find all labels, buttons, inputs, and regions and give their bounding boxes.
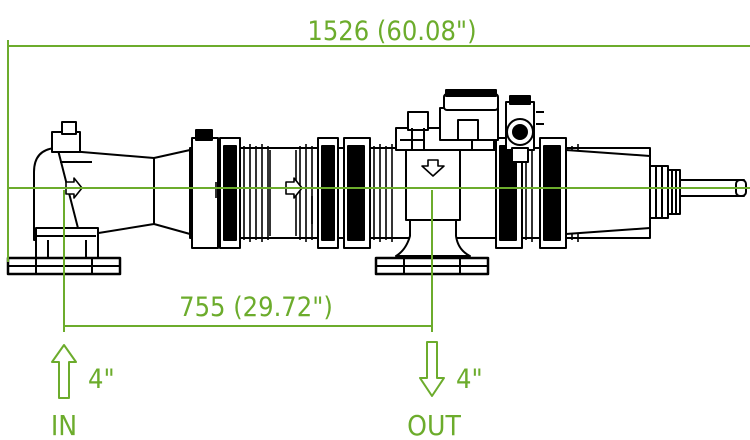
outlet-size-label: 4" <box>456 364 483 395</box>
port-spacing-label: 755 (29.72") <box>179 292 333 323</box>
flow-arrow-outlet-icon <box>421 159 445 177</box>
inlet-callout: 4" IN <box>51 344 115 440</box>
dimension-lines <box>7 40 750 332</box>
outlet-label: OUT <box>407 409 461 440</box>
overall-length-label: 1526 (60.08") <box>307 16 476 47</box>
control-head <box>395 89 499 151</box>
filter-assembly-drawing <box>6 89 747 276</box>
inlet-cone <box>153 149 191 235</box>
down-arrow-icon <box>419 341 445 397</box>
right-end <box>565 149 747 235</box>
inlet-size-label: 4" <box>88 364 115 395</box>
outlet-callout: 4" OUT <box>407 341 483 440</box>
drive-motor <box>505 95 544 163</box>
up-arrow-icon <box>51 344 77 399</box>
inlet-label: IN <box>51 409 77 440</box>
inlet-elbow <box>33 121 155 259</box>
